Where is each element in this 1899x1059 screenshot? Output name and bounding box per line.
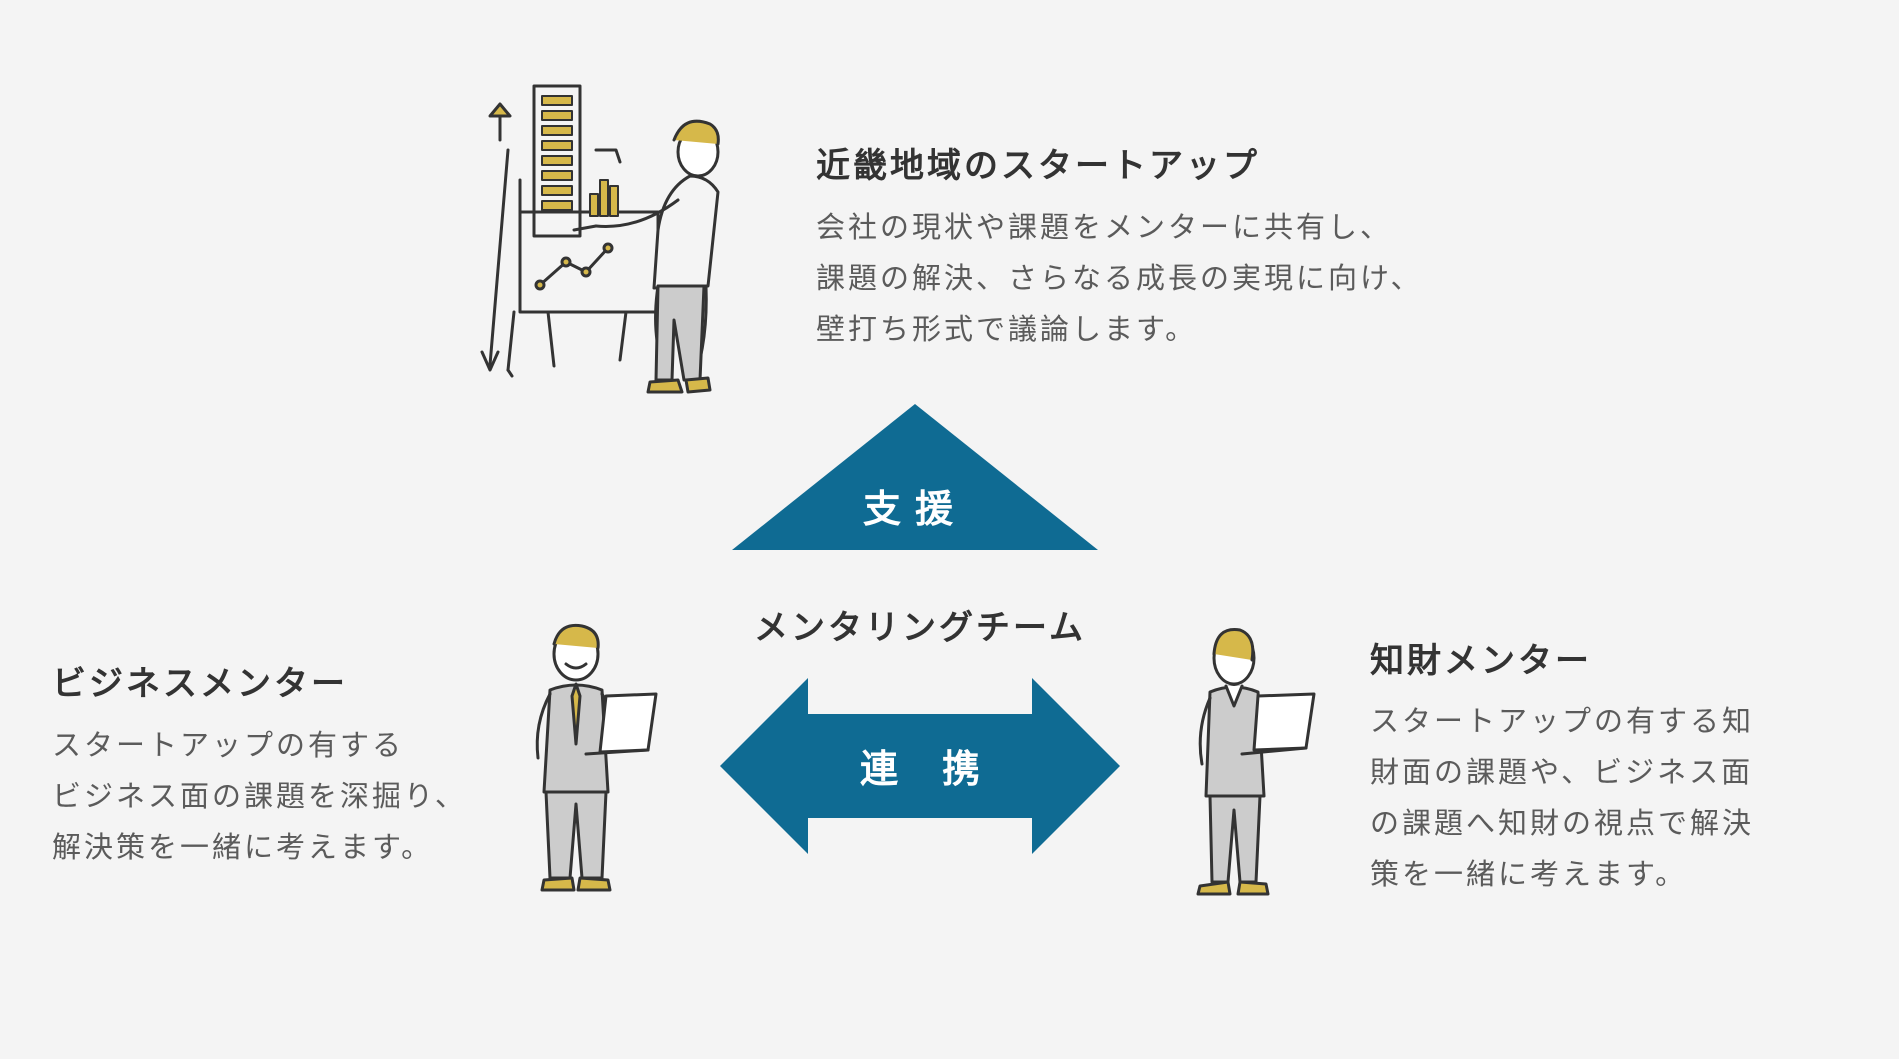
support-triangle-shape — [732, 404, 1098, 550]
support-label: 支援 — [862, 487, 967, 531]
business-mentor-icon — [535, 623, 658, 892]
mentoring-team-label: メンタリングチーム — [754, 608, 1086, 648]
ip-mentor-description-line: スタートアップの有する知 — [1370, 704, 1755, 738]
ip-mentor-description-line: の課題へ知財の視点で解決 — [1370, 806, 1755, 840]
business-mentor-description-line: スタートアップの有する — [52, 728, 405, 762]
ip-mentor-title: 知財メンター — [1370, 641, 1592, 681]
startup-description-line: 課題の解決、さらなる成長の実現に向け、 — [816, 261, 1423, 295]
ip-mentor-icon — [1196, 628, 1316, 896]
startup-description-line: 壁打ち形式で議論します。 — [816, 312, 1198, 346]
business-mentor-title: ビジネスメンター — [52, 664, 348, 704]
collaboration-label: 連携 — [859, 747, 1024, 791]
startup-description: 会社の現状や課題をメンターに共有し、 課題の解決、さらなる成長の実現に向け、 壁… — [816, 202, 1423, 355]
ip-mentor-description-line: 策を一緒に考えます。 — [1370, 857, 1688, 891]
ip-mentor-description: スタートアップの有する知 財面の課題や、ビジネス面 の課題へ知財の視点で解決 策… — [1370, 696, 1754, 900]
startup-description-line: 会社の現状や課題をメンターに共有し、 — [816, 210, 1393, 244]
ip-mentor-description-line: 財面の課題や、ビジネス面 — [1370, 755, 1754, 789]
business-mentor-description: スタートアップの有する ビジネス面の課題を深掘り、 解決策を一緒に考えます。 — [52, 720, 467, 873]
startup-title: 近畿地域のスタートアップ — [816, 146, 1260, 186]
business-mentor-description-line: 解決策を一緒に考えます。 — [52, 830, 434, 864]
startup-presenter-icon — [480, 84, 720, 394]
business-mentor-description-line: ビジネス面の課題を深掘り、 — [52, 779, 467, 813]
collaboration-double-arrow — [720, 678, 1120, 854]
